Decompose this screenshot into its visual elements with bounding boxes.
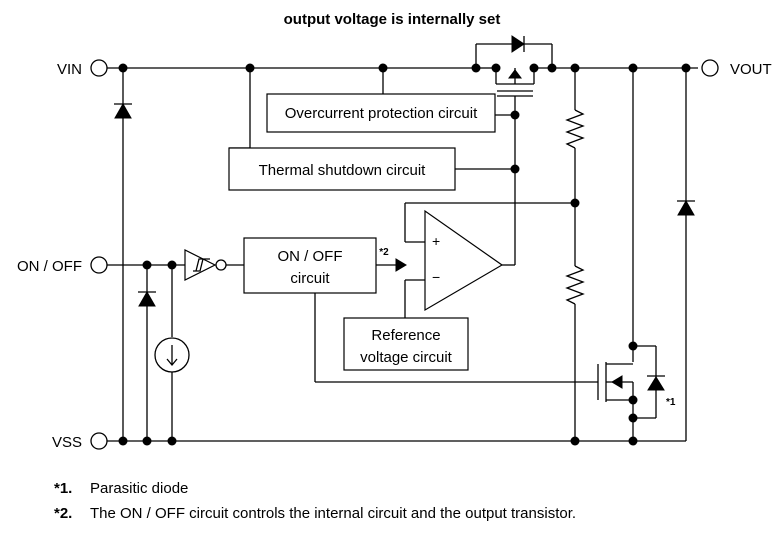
reference-voltage-block: Reference voltage circuit: [343, 317, 469, 371]
vss-label: VSS: [52, 434, 82, 451]
reference-label-line2: voltage circuit: [360, 349, 453, 366]
footnote-2: *2. The ON / OFF circuit controls the int…: [54, 505, 576, 522]
on-off-block-line1: ON / OFF: [278, 248, 343, 265]
reference-label-line1: Reference: [371, 327, 440, 344]
block-diagram: output voltage is internally set VIN VOU…: [17, 11, 772, 451]
on-off-block-line2: circuit: [290, 270, 330, 287]
footnote-1: *1. Parasitic diode: [54, 480, 188, 497]
vout-label: VOUT: [730, 61, 772, 78]
on-off-circuit-block: ON / OFF circuit *2: [243, 237, 598, 383]
vin-terminal: [90, 59, 108, 77]
marker-2: *2: [379, 247, 389, 258]
marker-1: *1: [666, 397, 676, 408]
footnote-2-text: The ON / OFF circuit controls the intern…: [90, 505, 577, 522]
junction-dots: [118, 63, 691, 446]
vout-terminal: [701, 59, 719, 77]
footnote-1-text: Parasitic diode: [90, 480, 189, 497]
on-off-terminal: [90, 256, 108, 274]
output-transistor: [475, 35, 553, 265]
feedback-resistor-divider: [565, 68, 585, 441]
error-amplifier: + −: [404, 202, 575, 318]
thermal-shutdown-block: Thermal shutdown circuit: [228, 68, 515, 191]
footnote-2-mark: *2.: [54, 505, 73, 522]
vout-protection-diode: [677, 68, 695, 441]
overcurrent-label: Overcurrent protection circuit: [285, 105, 478, 122]
opamp-minus: −: [432, 269, 440, 285]
discharge-transistor: *1: [597, 68, 676, 441]
vin-label: VIN: [57, 61, 82, 78]
vin-protection-diode: [114, 68, 132, 441]
on-off-input-section: [107, 249, 244, 441]
vss-terminal: [90, 432, 108, 450]
overcurrent-protection-block: Overcurrent protection circuit: [266, 68, 515, 133]
footnote-1-mark: *1.: [54, 480, 73, 497]
thermal-label: Thermal shutdown circuit: [259, 162, 427, 179]
opamp-plus: +: [432, 233, 440, 249]
diagram-title: output voltage is internally set: [284, 11, 501, 28]
on-off-label: ON / OFF: [17, 258, 82, 275]
